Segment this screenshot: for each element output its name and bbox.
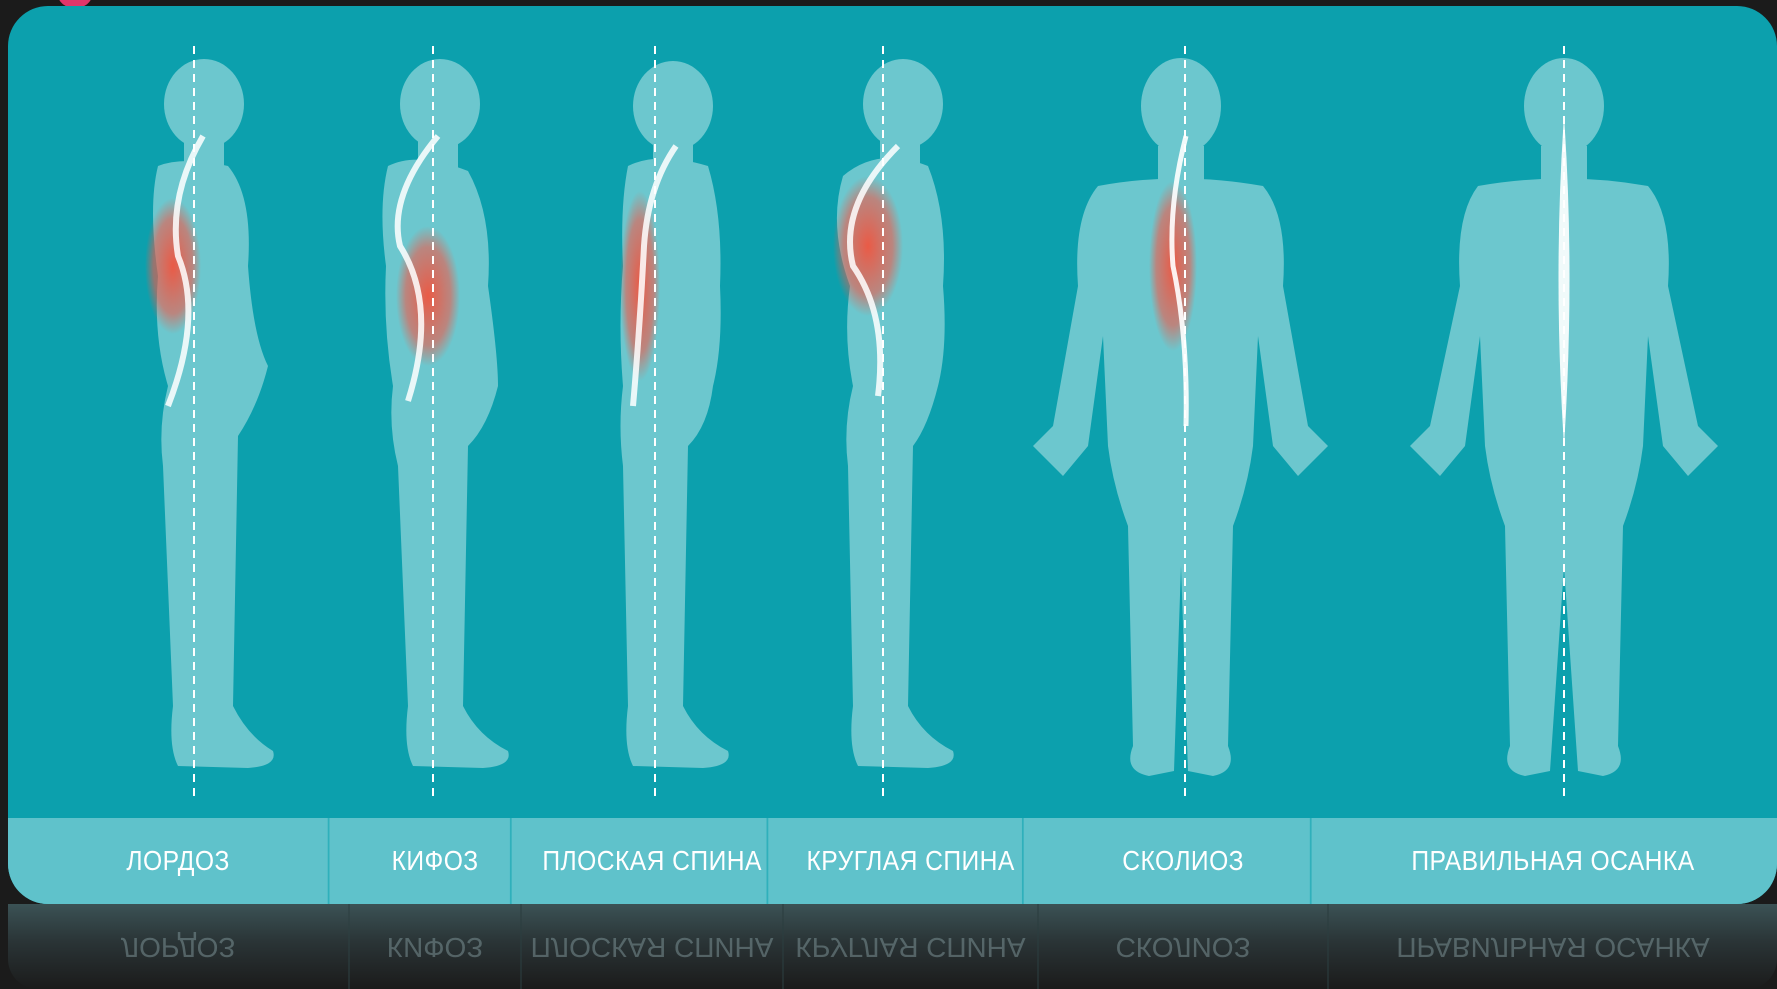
label-scoliosis: СКОЛИОЗ	[1056, 818, 1311, 904]
label-reflection: ЛОРДОЗ КИФОЗ ПЛОСКАЯ СПИНА КРУГЛАЯ СПИНА…	[8, 904, 1777, 989]
label-kyphosis: КИФОЗ	[360, 818, 511, 904]
label-round-back: КРУГЛАЯ СПИНА	[799, 818, 1023, 904]
label-bar: ЛОРДОЗ КИФОЗ ПЛОСКАЯ СПИНА КРУГЛАЯ СПИНА…	[8, 818, 1777, 904]
lordosis-highlight	[145, 198, 201, 334]
reflection-round-back: КРУГЛАЯ СПИНА	[784, 904, 1039, 989]
kyphosis-highlight	[396, 226, 460, 366]
posture-diagram-card: ЛОРДОЗ КИФОЗ ПЛОСКАЯ СПИНА КРУГЛАЯ СПИНА…	[8, 6, 1777, 904]
figure-kyphosis	[382, 59, 508, 768]
label-flat-back: ПЛОСКАЯ СПИНА	[538, 818, 769, 904]
figure-flat-back	[621, 61, 729, 768]
label-correct-posture: ПРАВИЛЬНАЯ ОСАНКА	[1356, 818, 1750, 904]
reflection-lordosis: ЛОРДОЗ	[8, 904, 350, 989]
reflection-kyphosis: КИФОЗ	[350, 904, 522, 989]
reflection-scoliosis: СКОЛИОЗ	[1039, 904, 1329, 989]
reflection-correct-posture: ПРАВИЛЬНАЯ ОСАНКА	[1329, 904, 1777, 989]
figure-round-back	[837, 59, 954, 768]
figure-lordosis	[153, 59, 274, 768]
label-lordosis: ЛОРДОЗ	[29, 818, 330, 904]
reflection-flat-back: ПЛОСКАЯ СПИНА	[522, 904, 784, 989]
figures-canvas	[8, 6, 1777, 818]
